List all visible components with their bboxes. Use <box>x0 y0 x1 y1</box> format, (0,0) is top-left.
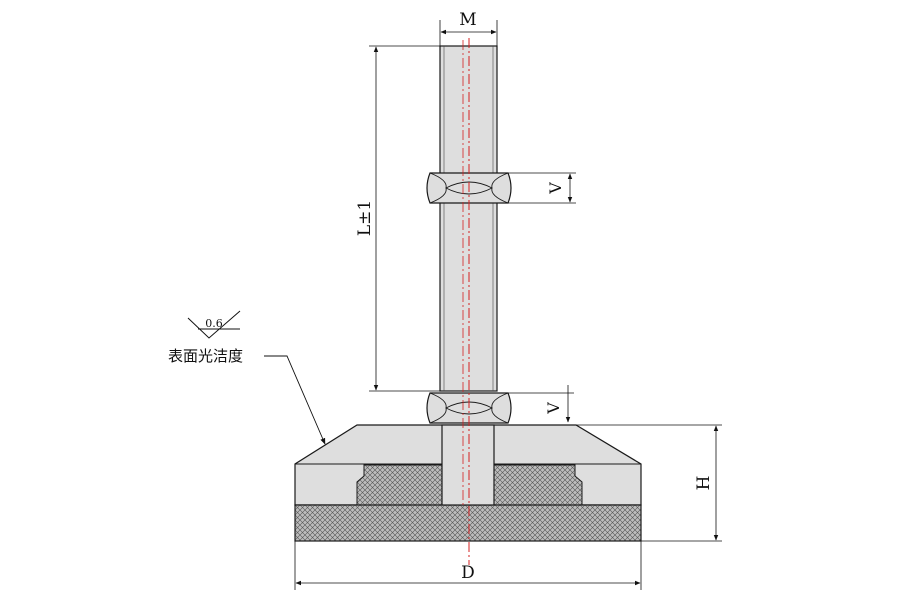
stud-lower <box>441 424 495 506</box>
dim-v-lower: V <box>508 385 574 423</box>
surface-finish-caption: 表面光洁度 <box>168 347 243 365</box>
rubber-pad <box>294 504 642 542</box>
label-base-height: H <box>694 476 714 491</box>
dim-h: H <box>576 424 722 542</box>
label-nut-height-lower: V <box>544 402 563 415</box>
label-thread-m: M <box>459 10 476 30</box>
dim-d: D <box>294 541 642 590</box>
label-length: L±1 <box>355 200 375 236</box>
surface-finish-callout: 0.6 表面光洁度 <box>168 310 326 445</box>
roughness-symbol <box>187 310 241 339</box>
dim-length: L±1 <box>355 45 440 392</box>
label-base-diameter: D <box>461 563 475 583</box>
dim-v-upper: V <box>508 172 576 204</box>
label-nut-height-upper: V <box>546 182 565 195</box>
roughness-value: 0.6 <box>205 317 223 330</box>
dim-m: M <box>439 10 498 50</box>
leader-line <box>264 355 326 445</box>
